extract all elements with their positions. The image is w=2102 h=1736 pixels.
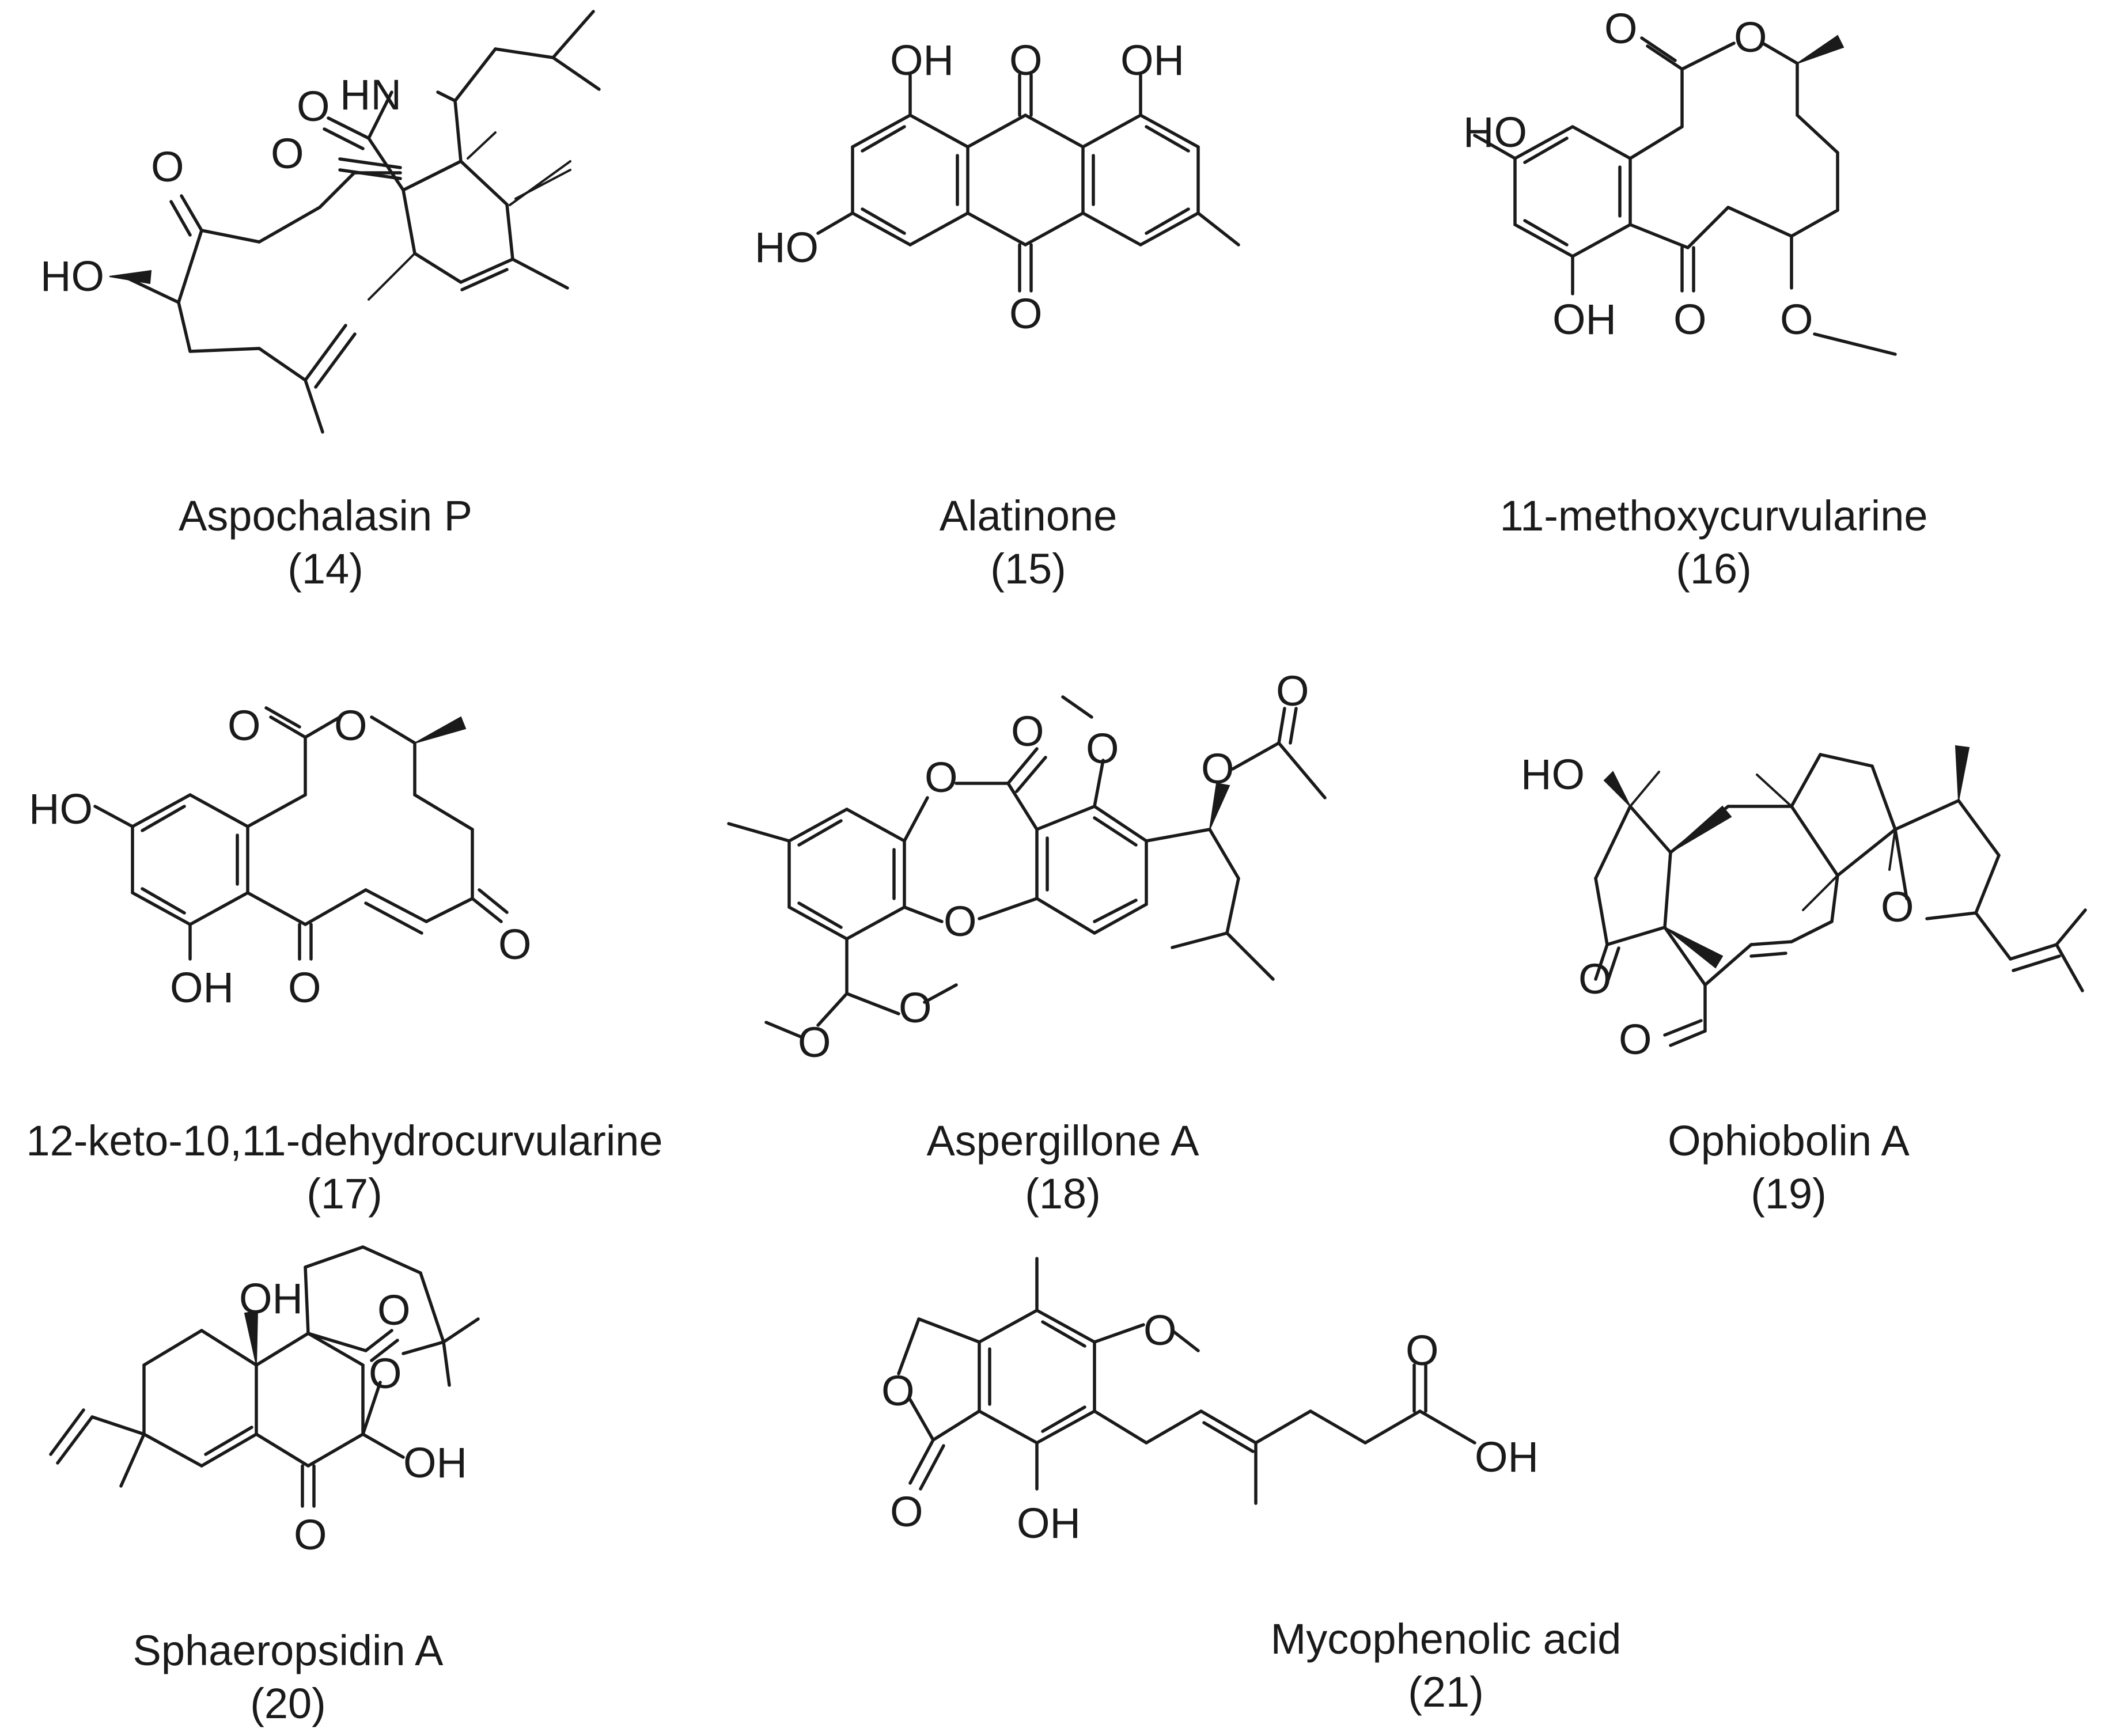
atom-label: O [1009, 36, 1043, 84]
compound-name: 12-keto-10,11-dehydrocurvularine [26, 1117, 663, 1165]
atom-label: O [881, 1367, 915, 1415]
atom-label: HO [29, 785, 93, 833]
atom-label: O [1086, 725, 1119, 772]
atom-label: O [1780, 295, 1813, 343]
atom-label: O [377, 1286, 411, 1334]
atom-label: OH [1475, 1433, 1539, 1481]
structure-aspergillone-a [727, 695, 1327, 1038]
atom-label: OH [1552, 295, 1616, 343]
structure-12-keto-dehydrocurvularine [93, 706, 509, 961]
compound-name: 11-methoxycurvularine [1499, 492, 1928, 540]
atom-label: O [1406, 1326, 1439, 1374]
atom-label: O [1201, 745, 1234, 793]
compound-caption: Alatinone (15) [940, 490, 1118, 596]
atom-label: O [1578, 955, 1612, 1003]
atom-label: HO [755, 223, 819, 271]
compound-number: (16) [1676, 545, 1752, 593]
compound-number: (15) [990, 545, 1066, 593]
compound-caption: 11-methoxycurvularine (16) [1499, 490, 1927, 596]
atom-label: O [498, 920, 532, 968]
atom-label: O [1009, 290, 1043, 338]
atom-label: HO [1521, 751, 1585, 798]
structure-aspochalasin-p [122, 10, 601, 434]
atom-label: OH [403, 1439, 467, 1487]
atom-label: OH [1017, 1499, 1081, 1547]
stereo-bonds-sphaeropsidin-a [244, 1310, 259, 1366]
atom-label: HN [340, 71, 402, 119]
atom-label: OH [1120, 36, 1184, 84]
compound-name: Aspochalasin P [178, 492, 473, 540]
compound-name: Ophiobolin A [1668, 1117, 1910, 1165]
atom-label: O [294, 1511, 327, 1559]
atom-label: O [1604, 5, 1638, 52]
atom-label: O [271, 130, 304, 177]
atom-label: OH [239, 1275, 303, 1322]
atom-label: O [1011, 707, 1044, 755]
atom-label: O [297, 82, 330, 130]
stereo-bonds-aspochalasin-p [109, 131, 571, 301]
compound-number: (18) [1025, 1170, 1101, 1218]
stereo-bonds-ophiobolin-a [1603, 745, 1970, 969]
atom-label: HO [1463, 108, 1527, 156]
compound-name: Alatinone [939, 492, 1118, 540]
compound-number: (19) [1751, 1170, 1827, 1218]
stereo-bonds-12-keto-dehydrocurvularine [414, 716, 467, 744]
compound-name: Sphaeropsidin A [132, 1627, 444, 1674]
atom-label: O [899, 984, 932, 1032]
stereo-bonds-aspergillone-a [1209, 782, 1230, 830]
atom-label: O [1734, 13, 1767, 61]
compound-caption: 12-keto-10,11-dehydrocurvularine (17) [26, 1115, 662, 1220]
atom-label: O [1619, 1015, 1652, 1063]
compound-caption: Aspergillone A (18) [926, 1115, 1199, 1220]
compound-caption: Ophiobolin A (19) [1668, 1115, 1910, 1220]
atom-label: OH [170, 964, 234, 1011]
atom-label: O [944, 897, 977, 945]
atom-label: O [369, 1350, 402, 1397]
atom-label: O [925, 753, 958, 801]
structure-sphaeropsidin-a [49, 1245, 480, 1508]
compound-number: (14) [287, 545, 363, 593]
atom-label: O [1881, 883, 1914, 931]
compound-caption: Sphaeropsidin A (20) [133, 1624, 444, 1730]
atom-label: O [890, 1488, 923, 1536]
compound-caption: Aspochalasin P (14) [179, 490, 472, 596]
atom-label: O [151, 143, 184, 191]
structure-11-methoxycurvularine [1473, 36, 1897, 356]
structure-alatinone [816, 73, 1240, 293]
atom-label: OH [890, 36, 954, 84]
atom-label: O [1143, 1306, 1177, 1354]
compound-name: Mycophenolic acid [1270, 1615, 1622, 1663]
compound-number: (17) [306, 1170, 382, 1218]
compound-name: Aspergillone A [926, 1117, 1199, 1165]
compound-number: (20) [250, 1680, 326, 1727]
atom-label: O [288, 964, 321, 1011]
stereo-bonds-11-methoxycurvularine [1797, 35, 1845, 64]
atom-label: O [798, 1018, 831, 1066]
atom-label: O [228, 702, 261, 749]
structure-ophiobolin-a [1594, 753, 2087, 1047]
atom-label: HO [40, 252, 104, 300]
atom-label: O [1673, 295, 1707, 343]
atom-label: O [1276, 667, 1309, 715]
compound-number: (21) [1408, 1668, 1484, 1716]
atom-label: O [334, 702, 368, 749]
structure-mycophenolic-acid [897, 1257, 1476, 1505]
compound-caption: Mycophenolic acid (21) [1271, 1613, 1622, 1719]
